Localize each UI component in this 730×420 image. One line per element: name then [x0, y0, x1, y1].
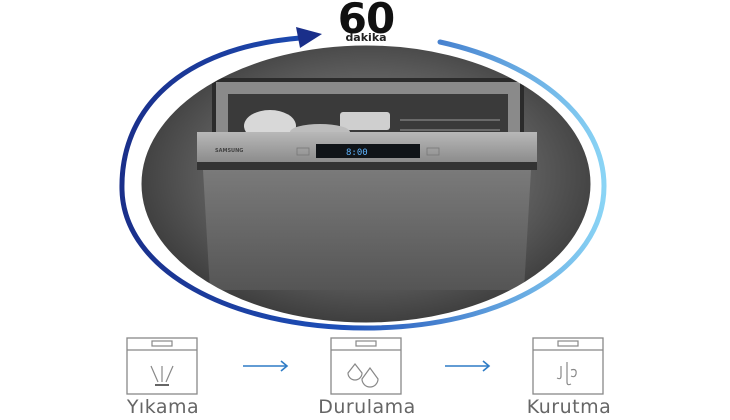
- steam-icon: [532, 337, 604, 395]
- step-label-rinse: Durulama: [318, 396, 416, 418]
- svg-text:8:00: 8:00: [346, 148, 368, 158]
- step-label-wash: Yıkama: [126, 396, 200, 418]
- arrow-right-icon: [243, 360, 289, 372]
- progress-arc: [119, 35, 607, 331]
- oval-background: 8:00 SAMSUNG: [140, 44, 592, 324]
- arrow-right-icon: [445, 360, 491, 372]
- water-drops-icon: [330, 337, 402, 395]
- step-label-dry: Kurutma: [526, 396, 612, 418]
- duration-value: 60: [337, 0, 395, 43]
- arc-arrowhead: [296, 27, 322, 48]
- svg-text:SAMSUNG: SAMSUNG: [215, 148, 243, 154]
- spray-icon: [126, 337, 198, 395]
- duration-unit: dakika: [345, 31, 387, 44]
